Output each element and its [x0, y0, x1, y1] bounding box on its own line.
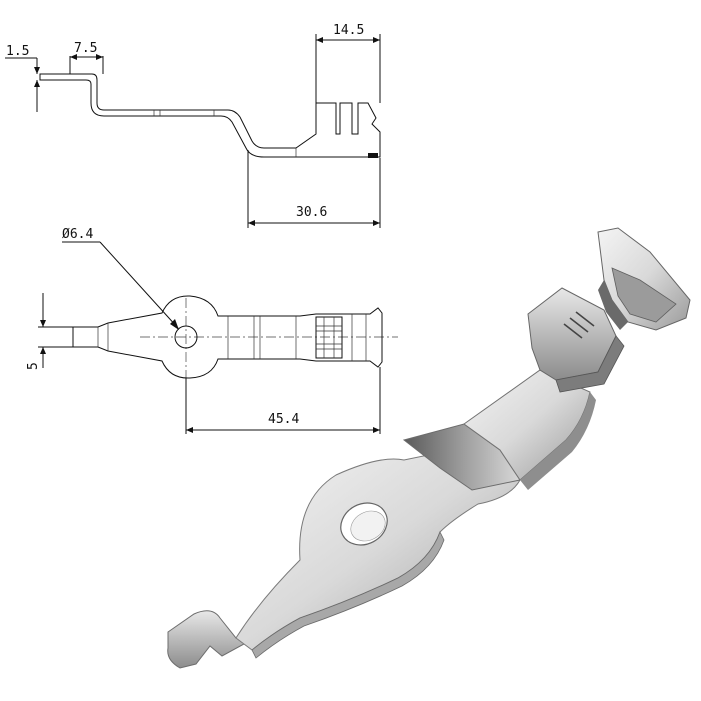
terminal-3d-render	[167, 227, 691, 669]
dim-tab-arrow-right	[96, 54, 103, 60]
dim-hole-text: Ø6.4	[62, 227, 93, 242]
render-neck-shadow	[520, 392, 596, 490]
render-lug-edge	[251, 530, 445, 659]
dim-offset-arrow-left	[248, 220, 255, 226]
top-view: Ø6.4 5 45.4	[26, 227, 398, 434]
dim-thickness-arrow-bottom	[34, 80, 40, 87]
dim-width-arrow-bottom	[40, 347, 46, 354]
render-tab	[167, 610, 254, 669]
dim-overall-arrow-right	[373, 427, 380, 433]
dim-width-arrow-top	[40, 320, 46, 327]
side-profile-top	[39, 73, 381, 158]
dim-hole-arrow	[170, 319, 179, 330]
top-outline	[72, 295, 383, 379]
dim-crimp-arrow-right	[373, 37, 380, 43]
render-hole-inner	[350, 510, 386, 542]
render-grip-shadow	[598, 280, 628, 330]
side-view: 1.5 7.5 14.5 30.6	[5, 23, 381, 228]
render-serrations	[563, 311, 595, 339]
dim-crimp-text: 14.5	[333, 23, 364, 38]
side-end-mark	[368, 153, 378, 158]
dim-hole-leader	[99, 241, 179, 329]
dim-tab-arrow-left	[70, 54, 77, 60]
dim-offset-text: 30.6	[296, 205, 327, 220]
top-crimp-slot	[315, 316, 343, 359]
dim-offset-arrow-right	[373, 220, 380, 226]
dim-tab-text: 7.5	[74, 41, 97, 56]
top-hole	[174, 325, 198, 349]
render-crimp-wall	[555, 335, 625, 393]
dim-width-text: 5	[26, 362, 41, 370]
dim-crimp-arrow-left	[316, 37, 323, 43]
dim-overall-arrow-left	[186, 427, 193, 433]
dim-thickness-text: 1.5	[6, 44, 29, 59]
dim-thickness-arrow-top	[34, 67, 40, 74]
render-grip-inner	[611, 267, 677, 323]
dim-overall-text: 45.4	[268, 412, 299, 427]
